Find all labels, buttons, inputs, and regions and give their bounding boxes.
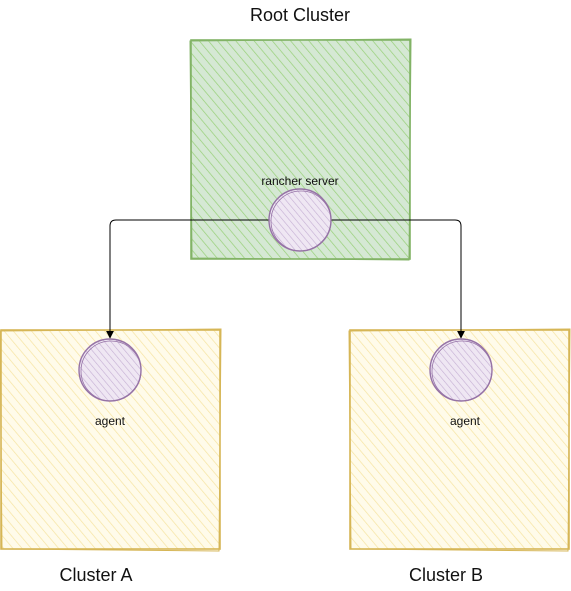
root-cluster-title: Root Cluster <box>250 5 350 25</box>
rancher-server-sketch-outline <box>270 190 332 252</box>
cluster-a-sketch-outline <box>0 328 222 552</box>
agent-a-label: agent <box>95 414 126 428</box>
agent-a-circle <box>78 338 142 402</box>
agent-b-node: agent <box>429 338 493 428</box>
agent-b-circle <box>429 338 493 402</box>
rancher-server-node: rancher server <box>261 174 339 252</box>
agent-b-label: agent <box>450 414 481 428</box>
cluster-b-title: Cluster B <box>409 565 483 585</box>
cluster-a-title: Cluster A <box>59 565 132 585</box>
edges <box>106 219 465 339</box>
edge-server-to-agent-a <box>106 219 270 339</box>
agent-a-node: agent <box>78 338 142 428</box>
cluster-a: Cluster A <box>0 328 222 585</box>
rancher-server-circle <box>268 188 332 252</box>
edge-server-to-agent-b <box>331 219 465 339</box>
rancher-server-label: rancher server <box>261 174 338 188</box>
cluster-b-sketch-outline <box>348 328 571 552</box>
agent-a-sketch-outline <box>80 340 142 402</box>
agent-b-sketch-outline <box>431 340 493 402</box>
root-cluster-sketch-outline <box>189 38 412 261</box>
